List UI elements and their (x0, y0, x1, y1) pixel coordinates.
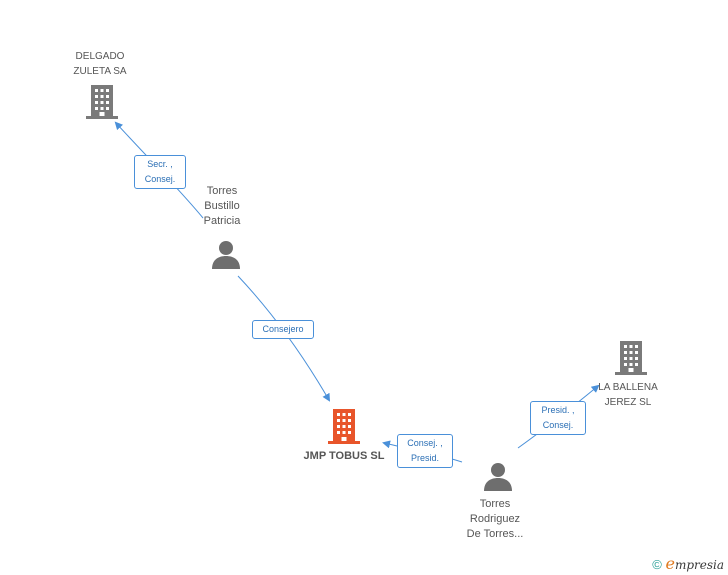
torres-bustillo-label-line2: Bustillo (204, 200, 240, 212)
copyright-icon: © (652, 557, 662, 572)
relation-badge-line1: Consej. , (407, 438, 443, 448)
empresia-logo: empresia (665, 554, 724, 573)
delgado-zuleta-label-line1: DELGADO (75, 51, 125, 62)
relation-badge-line2: Consej. (144, 174, 176, 184)
jmp-tobus-building-icon (328, 409, 360, 444)
la-ballena-building-icon (615, 341, 647, 375)
relation-badge-line2: Presid. (410, 453, 439, 463)
torres-bustillo-label-line3: Patricia (203, 215, 241, 227)
torres-bustillo-label-line1: Torres (206, 185, 238, 197)
relation-badge-line1: Secr. , (147, 159, 173, 169)
empresia-logo-initial: e (665, 554, 675, 573)
jmp-tobus-label[interactable]: JMP TOBUS SL (303, 450, 385, 462)
delgado-zuleta-building-icon (86, 85, 118, 119)
person-icon[interactable] (211, 240, 241, 275)
delgado-zuleta-label[interactable]: DELGADO ZULETA SA (50, 49, 150, 79)
relation-badge-consej-presid[interactable]: Consej. , Presid. (397, 434, 453, 468)
relation-badge-line1: Presid. , (541, 405, 575, 415)
building-icon[interactable] (615, 341, 647, 380)
torres-rodriguez-person-icon (484, 463, 512, 491)
torres-bustillo-label[interactable]: Torres Bustillo Patricia (172, 184, 272, 229)
delgado-zuleta-label-line2: ZULETA SA (73, 66, 127, 77)
building-icon[interactable] (328, 409, 360, 449)
torres-rodriguez-label-line2: Rodriguez (469, 513, 521, 525)
person-icon[interactable] (483, 462, 513, 497)
empresia-logo-text: mpresia (674, 558, 724, 572)
la-ballena-label-line2: JEREZ SL (604, 397, 652, 408)
relation-badge-secr-consej[interactable]: Secr. , Consej. (134, 155, 186, 189)
la-ballena-label-line1: LA BALLENA (598, 382, 658, 393)
relation-badge-consejero[interactable]: Consejero (252, 320, 314, 339)
torres-rodriguez-label-line3: De Torres... (466, 528, 524, 540)
relation-badge-presid-consej[interactable]: Presid. , Consej. (530, 401, 586, 435)
la-ballena-label[interactable]: LA BALLENA JEREZ SL (578, 380, 678, 410)
torres-bustillo-person-icon (212, 241, 240, 269)
empresia-watermark: © empresia (652, 554, 724, 573)
torres-rodriguez-label[interactable]: Torres Rodriguez De Torres... (445, 497, 545, 542)
torres-rodriguez-label-line1: Torres (479, 498, 511, 510)
building-icon[interactable] (86, 85, 118, 124)
relation-badge-line1: Consejero (262, 324, 304, 334)
relation-badge-line2: Consej. (542, 420, 574, 430)
